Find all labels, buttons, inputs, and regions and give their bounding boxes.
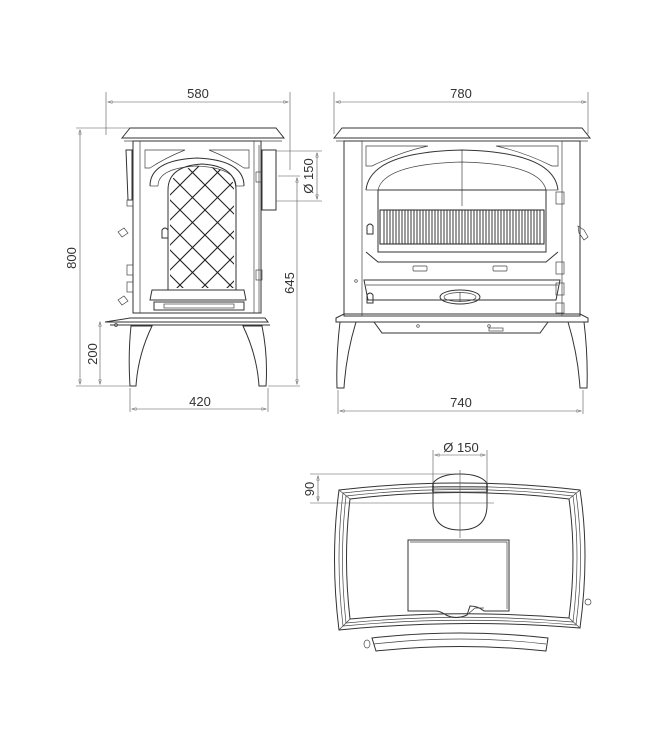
top-plate xyxy=(120,127,286,139)
front-view: 780 740 xyxy=(332,86,592,414)
dim-flue-diameter-top: Ø 150 xyxy=(443,440,478,455)
dim-side-depth: 580 xyxy=(187,86,209,101)
base-plate-front xyxy=(335,313,589,323)
lattice-pattern xyxy=(170,166,234,288)
flue-outlet-top xyxy=(432,473,488,531)
ash-pan xyxy=(373,321,549,334)
door-glass xyxy=(167,163,237,291)
side-knob-icon xyxy=(584,598,592,606)
dim-front-leg-span: 740 xyxy=(450,395,472,410)
door-handle-lower-icon xyxy=(366,292,374,304)
top-plate-front xyxy=(332,127,592,139)
stove-body-side xyxy=(132,140,262,314)
dim-leg-height: 200 xyxy=(85,343,100,365)
front-handle-rail xyxy=(371,632,549,652)
dim-flue-height: 645 xyxy=(282,272,297,294)
corner-panel-right xyxy=(208,149,250,169)
flue-collar-side xyxy=(261,149,277,211)
ash-panel-front xyxy=(363,279,561,301)
firebox-opening xyxy=(377,189,547,253)
leg-front-left xyxy=(336,321,357,389)
leg-front-right xyxy=(567,321,588,389)
door-handle-icon xyxy=(161,227,169,239)
leg-rear-side xyxy=(242,325,267,387)
air-vent-right xyxy=(492,265,508,272)
side-view: 580 800 200 Ø 150 645 420 xyxy=(64,86,322,412)
leg-front-side xyxy=(128,325,153,387)
corner-panel-left xyxy=(144,149,186,169)
dim-side-height: 800 xyxy=(64,247,79,269)
air-vent-left xyxy=(412,265,428,272)
dim-side-leg-span: 420 xyxy=(189,394,211,409)
base-plate-side xyxy=(104,317,269,323)
oval-vent-icon xyxy=(439,289,481,305)
dim-flue-diameter-side: Ø 150 xyxy=(301,158,316,193)
side-lever-icon xyxy=(577,225,589,241)
door-arch xyxy=(149,157,245,187)
top-view: Ø 150 90 xyxy=(302,440,592,652)
ash-drawer-side xyxy=(153,301,245,311)
dim-flue-offset: 90 xyxy=(302,482,317,496)
dim-front-width: 780 xyxy=(450,86,472,101)
cooking-plate xyxy=(407,539,510,618)
door-handle-upper-icon xyxy=(366,223,374,235)
air-control-lever xyxy=(125,149,133,201)
